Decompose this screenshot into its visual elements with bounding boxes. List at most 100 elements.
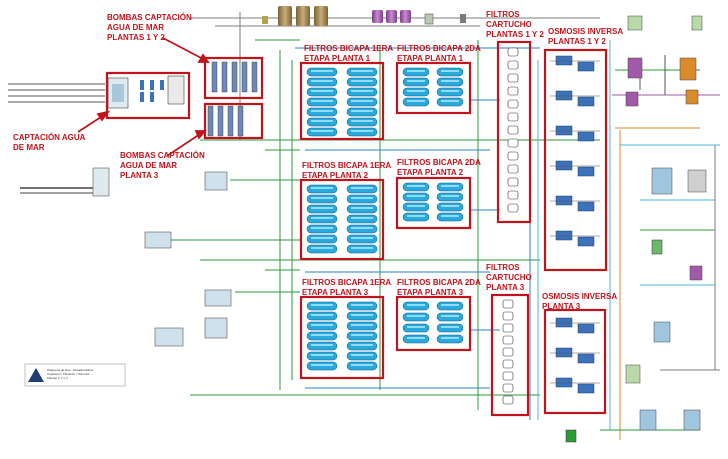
box-bic2e-p2 xyxy=(395,176,472,230)
bicapa-filter-vessel xyxy=(436,182,464,192)
box-cart12 xyxy=(496,40,532,224)
bicapa-filter-vessel xyxy=(346,107,378,117)
tan-tanks xyxy=(278,6,328,26)
bicapa-filter-vessel xyxy=(306,331,338,341)
cartridge-filter-housing xyxy=(507,125,519,135)
box-bic2e-p3 xyxy=(395,295,472,352)
box-captacion xyxy=(105,71,191,120)
bicapa-filter-vessel xyxy=(346,311,378,321)
bicapa-filter-vessel xyxy=(436,202,464,212)
ro-membranes xyxy=(550,55,600,394)
bicapa-filter-vessel xyxy=(402,312,430,322)
label-filtros-bicapa-2da-planta-3: FILTROS BICAPA 2DA ETAPA PLANTA 3 xyxy=(397,278,481,297)
bicapa-filter-vessel xyxy=(436,323,464,333)
box-bic2e-p1 xyxy=(395,61,472,115)
equipment xyxy=(92,6,707,443)
bicapa-filter-vessel xyxy=(346,194,378,204)
bicapa-filter-vessel xyxy=(402,202,430,212)
label-filtros-bicapa-1era-planta-3: FILTROS BICAPA 1ERA ETAPA PLANTA 3 xyxy=(302,278,392,297)
label-filtros-cartucho-plantas-1-2: FILTROS CARTUCHO PLANTAS 1 Y 2 xyxy=(486,10,544,39)
cartridge-filters xyxy=(502,47,519,405)
bicapa-filter-vessel xyxy=(402,323,430,333)
ro-membrane-rack xyxy=(555,55,573,66)
label-arrows xyxy=(77,37,210,157)
bicapa-filter-vessel xyxy=(346,127,378,137)
label-bombas-captacion-plantas-1-2: BOMBAS CAPTACIÓN AGUA DE MAR PLANTAS 1 Y… xyxy=(107,13,192,42)
bicapa-filter-vessel xyxy=(436,77,464,87)
bicapa-filter-vessel xyxy=(346,351,378,361)
legend-text: Diagrama de flujo - Desalinizadora Capta… xyxy=(47,368,94,380)
label-filtros-bicapa-1era-planta-1: FILTROS BICAPA 1ERA ETAPA PLANTA 1 xyxy=(304,44,394,63)
box-cart3 xyxy=(490,293,530,417)
bicapa-filter-vessel xyxy=(402,301,430,311)
label-osmosis-inversa-planta-3: OSMOSIS INVERSA PLANTA 3 xyxy=(542,292,618,311)
bicapa-filter-vessel xyxy=(436,301,464,311)
bicapa-filter-vessel xyxy=(306,117,338,127)
purple-tanks xyxy=(372,10,411,23)
cartridge-filter-housing xyxy=(507,138,519,148)
label-bombas-captacion-planta-3: BOMBAS CAPTACIÓN AGUA DE MAR PLANTA 3 xyxy=(120,151,205,180)
cartridge-filter-housing xyxy=(502,299,514,309)
cartridge-filter-housing xyxy=(502,347,514,357)
bicapa-filter-vessel xyxy=(402,212,430,222)
bicapa-filter-vessel xyxy=(306,97,338,107)
cartridge-filter-housing xyxy=(507,86,519,96)
ro-membrane-rack xyxy=(555,377,573,388)
highlight-boxes xyxy=(105,40,608,417)
bicapa-filter-vessel xyxy=(306,301,338,311)
ro-membrane-rack xyxy=(577,131,595,142)
bicapa-filter-vessel xyxy=(346,321,378,331)
bicapa-filter-vessel xyxy=(402,87,430,97)
ro-membrane-rack xyxy=(577,96,595,107)
bicapa-filter-vessel xyxy=(306,67,338,77)
label-filtros-bicapa-2da-planta-1: FILTROS BICAPA 2DA ETAPA PLANTA 1 xyxy=(397,44,481,63)
bicapa-filter-vessel xyxy=(346,234,378,244)
bicapa-filter-vessel xyxy=(306,234,338,244)
bicapa-filter-vessel xyxy=(346,184,378,194)
piping xyxy=(8,12,720,440)
bicapa-filter-vessel xyxy=(346,87,378,97)
bicapa-filter-vessel xyxy=(306,311,338,321)
bicapa-filter-vessel xyxy=(402,192,430,202)
cartridge-filter-housing xyxy=(507,151,519,161)
bicapa-filter-vessel xyxy=(306,351,338,361)
cartridge-filter-housing xyxy=(502,383,514,393)
cartridge-filter-housing xyxy=(507,73,519,83)
bicapa-filter-vessel xyxy=(306,224,338,234)
ro-membrane-rack xyxy=(555,90,573,101)
box-bic1e-p2 xyxy=(299,178,385,261)
cartridge-filter-housing xyxy=(507,60,519,70)
bicapa-filter-vessel xyxy=(306,361,338,371)
cartridge-filter-housing xyxy=(507,164,519,174)
bicapa-filter-vessel xyxy=(436,87,464,97)
cartridge-filter-housing xyxy=(507,190,519,200)
cartridge-filter-housing xyxy=(502,335,514,345)
cartridge-filter-housing xyxy=(507,112,519,122)
cartridge-filter-housing xyxy=(507,177,519,187)
ro-membrane-rack xyxy=(577,353,595,364)
bicapa-filter-vessel xyxy=(306,214,338,224)
bicapa-filter-vessel xyxy=(346,244,378,254)
cartridge-filter-housing xyxy=(502,395,514,405)
bicapa-filter-vessel xyxy=(346,341,378,351)
ro-membrane-rack xyxy=(577,61,595,72)
cartridge-filter-housing xyxy=(502,323,514,333)
label-filtros-bicapa-1era-planta-2: FILTROS BICAPA 1ERA ETAPA PLANTA 2 xyxy=(302,161,392,180)
bicapa-filter-vessel xyxy=(306,87,338,97)
bicapa-filter-vessel xyxy=(346,214,378,224)
bicapa-filter-vessel xyxy=(346,361,378,371)
label-osmosis-inversa-plantas-1-2: OSMOSIS INVERSA PLANTAS 1 Y 2 xyxy=(548,27,624,46)
bicapa-filter-vessel xyxy=(346,331,378,341)
ro-membrane-rack xyxy=(555,347,573,358)
ro-membrane-rack xyxy=(555,160,573,171)
box-bombas3 xyxy=(203,102,264,140)
bicapa-filter-vessel xyxy=(346,117,378,127)
bicapa-filter-vessel xyxy=(436,312,464,322)
label-filtros-bicapa-2da-planta-2: FILTROS BICAPA 2DA ETAPA PLANTA 2 xyxy=(397,158,481,177)
bicapa-filter-vessel xyxy=(346,67,378,77)
bicapa-filter-vessel xyxy=(402,77,430,87)
bicapa-filter-vessel xyxy=(306,204,338,214)
label-filtros-cartucho-planta-3: FILTROS CARTUCHO PLANTA 3 xyxy=(486,263,532,292)
cartridge-filter-housing xyxy=(507,47,519,57)
